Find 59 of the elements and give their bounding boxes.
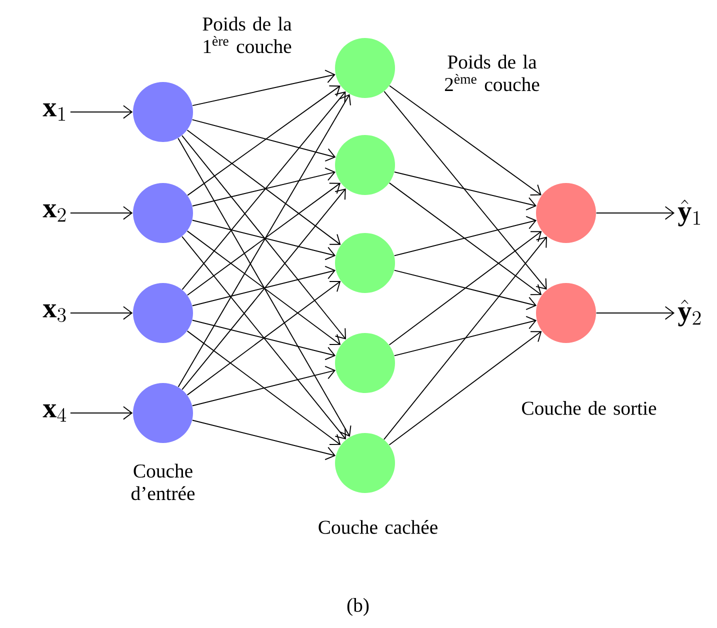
neuron-circle [133,182,193,243]
neuron-circle [133,382,193,443]
arrow [186,330,341,445]
arrow [394,270,537,310]
arrow [388,331,542,446]
layer-label: Couche d’entrée [131,464,195,500]
arrow [192,167,336,206]
arrow [192,420,336,460]
arrow [70,206,133,220]
neuron-circle [335,134,396,195]
layer-label: Poids de la 1$^{ère}$ couche [202,16,292,54]
arrow [186,130,341,245]
neuron-circle [335,332,396,393]
arrow [70,105,133,119]
arrow [596,306,675,320]
arrow [192,320,336,360]
arrow [192,220,336,260]
arrow [192,266,336,306]
neuron-circle [536,282,596,343]
arrow [394,316,537,356]
arrow [70,306,133,320]
arrow [182,91,346,290]
arrow [182,236,346,440]
neuron-circle [335,38,396,98]
arrow [384,90,547,290]
layer-label: Couche de sortie [522,401,656,415]
input-label: $\mathbf{x}_3$ [42,304,66,322]
arrow [186,230,341,345]
arrow [182,135,346,340]
input-label: $\mathbf{x}_2$ [42,204,66,222]
arrow [388,182,542,296]
layer-label: Couche cachée [318,520,438,534]
arrow [186,281,341,396]
input-label: $\hat{\mathbf{y}}_1$ [678,200,700,226]
input-label: $\mathbf{x}_4$ [42,404,66,422]
arrow [383,236,548,440]
arrow [192,70,336,106]
neuron-circle [536,182,596,243]
arrow [394,216,537,256]
layer-label: Poids de la 2$^{ème}$ couche [444,54,540,92]
arrow [394,172,537,210]
arrow [192,119,336,162]
neuron-circle [133,82,193,142]
neuron-circle [335,432,396,493]
arrow [192,366,336,406]
arrow [182,188,346,390]
neuron-circle [335,232,396,293]
arrow [389,85,542,196]
caption: (b) [347,598,369,616]
input-label: $\hat{\mathbf{y}}_2$ [678,300,701,326]
arrow [178,138,352,437]
arrow [596,206,675,220]
arrow [70,406,133,420]
input-label: $\mathbf{x}_1$ [42,103,66,121]
arrow [178,94,351,388]
arrow [187,85,340,196]
neuron-circle [133,282,193,343]
arrow [388,231,542,346]
arrow [186,182,341,296]
